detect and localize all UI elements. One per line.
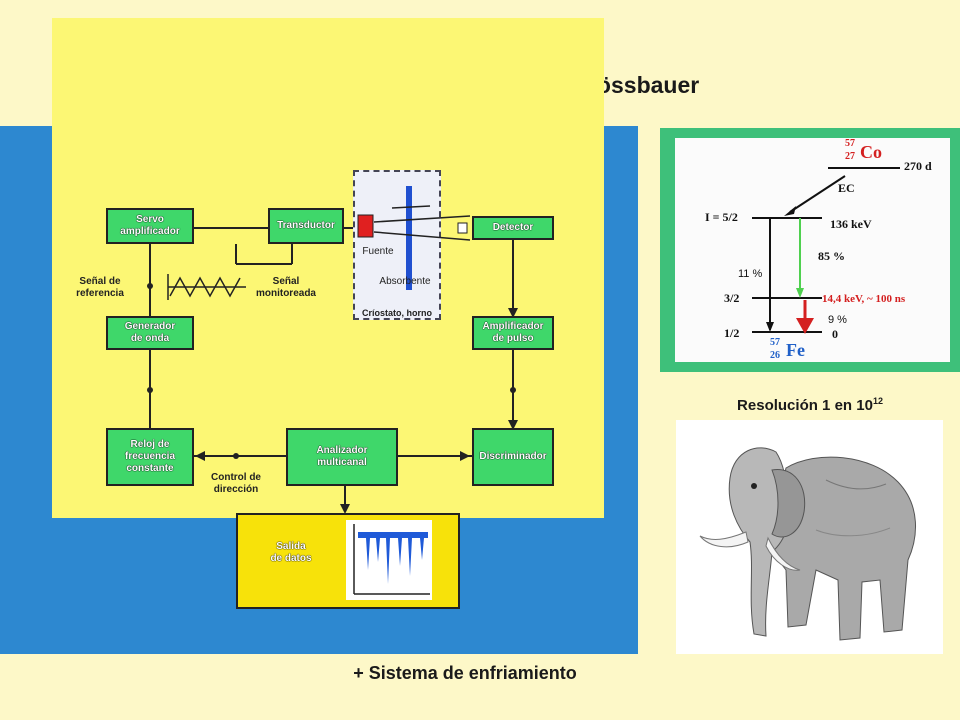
branch-9-label: 9 % <box>828 314 847 326</box>
mossbauer-spectrum-plot <box>346 520 432 600</box>
co-halflife: 270 d <box>904 159 932 173</box>
detector-block: Detector <box>472 216 554 240</box>
source-label: Fuente <box>362 246 394 257</box>
co-atomic-number: 27 <box>845 151 855 162</box>
spin-1-2-label: 1/2 <box>724 326 740 340</box>
discriminator-block: Discriminador <box>472 428 554 486</box>
transducer-block: Transductor <box>268 208 344 244</box>
electron-capture-label: EC <box>838 181 855 195</box>
servo-amplifier-block: Servo amplificador <box>106 208 194 244</box>
resolution-label: Resolución 1 en 1012 <box>700 396 920 414</box>
resolution-exponent: 12 <box>872 396 883 406</box>
spin-5-2-label: I = 5/2 <box>705 210 738 224</box>
cryostat-label: Críostato, horno <box>362 308 432 318</box>
co-symbol: Co <box>860 142 882 162</box>
co-mass-number: 57 <box>845 138 855 149</box>
absorber-label: Absorbente <box>379 276 431 287</box>
cryostat-box <box>353 170 441 320</box>
multichannel-analyzer-block: Analizador multicanal <box>286 428 398 486</box>
elephant-image <box>676 420 943 654</box>
clock-block: Reloj de frecuencia constante <box>106 428 194 486</box>
energy-136-label: 136 keV <box>830 217 872 231</box>
resolution-text: Resolución 1 en 10 <box>737 397 873 414</box>
decay-scheme-panel <box>675 138 950 362</box>
monitored-signal-label: Señal monitoreada <box>255 276 316 299</box>
fe-mass-number: 57 <box>770 337 780 348</box>
reference-signal-label: Señal de referencia <box>76 276 124 299</box>
cooling-system-footer: + Sistema de enfriamiento <box>353 663 577 683</box>
branch-11-label: 11 % <box>738 268 763 280</box>
pulse-amplifier-block: Amplificador de pulso <box>472 316 554 350</box>
elephant-drawing <box>699 447 916 641</box>
ground-energy-label: 0 <box>832 327 838 341</box>
fe-atomic-number: 26 <box>770 350 780 361</box>
branch-85-label: 85 % <box>818 249 845 263</box>
energy-14-4-label: 14,4 keV, ~ 100 ns <box>822 293 906 305</box>
direction-control-label: Control de dirección <box>211 472 261 495</box>
data-output-label: Salida de datos <box>270 541 312 564</box>
wave-generator-block: Generador de onda <box>106 316 194 350</box>
fe-symbol: Fe <box>786 340 805 360</box>
spin-3-2-label: 3/2 <box>724 291 740 305</box>
